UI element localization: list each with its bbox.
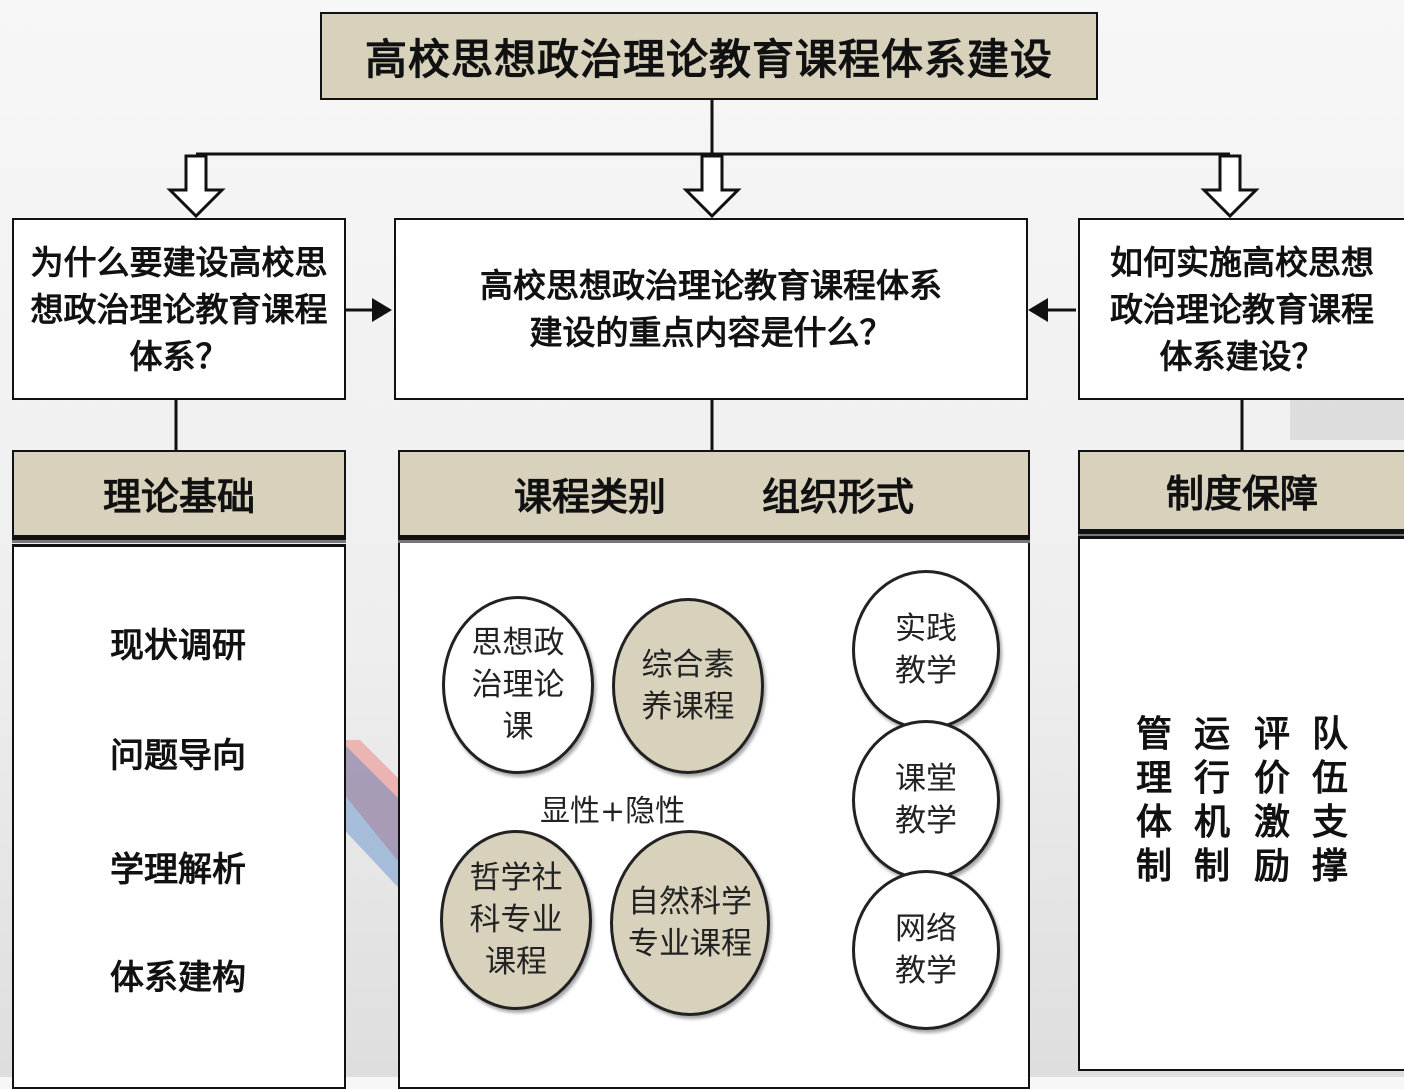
philosophy-course-circle: 哲学社科专业课程: [440, 830, 592, 1010]
theory-basis-header-text: 理论基础: [102, 474, 255, 519]
theory-basis-header: 理论基础: [12, 450, 346, 540]
organization-form-label: 组织形式: [762, 474, 915, 519]
comprehensive-course-text: 综合素养课程: [641, 647, 735, 725]
down-arrow-middle: [682, 154, 742, 219]
diagram-title-text: 高校思想政治理论教育课程体系建设: [364, 34, 1053, 84]
diagram-title: 高校思想政治理论教育课程体系建设: [320, 12, 1098, 100]
explicit-implicit-label: 显性+隐性: [540, 794, 686, 829]
question-why-box: 为什么要建设高校思想政治理论教育课程体系？: [12, 218, 346, 400]
right-arrow-head: [372, 298, 392, 322]
institutional-guarantee-panel: [1078, 536, 1404, 1071]
online-teaching-circle: 网络教学: [852, 870, 1000, 1030]
guarantee-team-support: 队伍支撑: [1311, 713, 1348, 887]
institutional-guarantee-header-text: 制度保障: [1165, 471, 1318, 516]
philosophy-course-text: 哲学社科专业课程: [469, 860, 563, 980]
institutional-guarantee-header: 制度保障: [1078, 450, 1404, 534]
question-why-text: 为什么要建设高校思想政治理论教育课程体系？: [30, 242, 328, 376]
practice-teaching-text: 实践教学: [895, 611, 957, 689]
ideological-course-text: 思想政治理论课: [471, 625, 565, 745]
guarantee-evaluation-incentive: 评价激励: [1253, 713, 1290, 887]
step-problem-oriented: 问题导向: [110, 736, 246, 776]
down-arrows: [166, 154, 1260, 219]
step-theoretical-analysis: 学理解析: [110, 850, 246, 890]
question-how-text: 如何实施高校思想政治理论教育课程体系建设？: [1110, 242, 1374, 376]
step-system-construction: 体系建构: [110, 958, 246, 998]
classroom-teaching-text: 课堂教学: [895, 761, 957, 839]
question-how-box: 如何实施高校思想政治理论教育课程体系建设？: [1078, 218, 1404, 400]
classroom-teaching-circle: 课堂教学: [852, 720, 1000, 880]
down-arrow-right: [1200, 154, 1260, 219]
left-arrow-head: [1028, 298, 1048, 322]
science-course-text: 自然科学专业课程: [628, 884, 752, 962]
science-course-circle: 自然科学专业课程: [610, 830, 770, 1016]
down-arrow-left: [166, 154, 226, 219]
course-org-header: 课程类别 组织形式: [398, 450, 1030, 540]
guarantee-management-system: 管理体制: [1135, 713, 1172, 887]
step-survey: 现状调研: [110, 626, 246, 666]
course-category-label: 课程类别: [513, 474, 666, 519]
comprehensive-course-circle: 综合素养课程: [612, 598, 764, 774]
question-what-box: 高校思想政治理论教育课程体系建设的重点内容是什么？: [394, 218, 1028, 400]
guarantee-operation-mechanism: 运行机制: [1193, 713, 1230, 887]
question-what-text: 高校思想政治理论教育课程体系建设的重点内容是什么？: [480, 266, 942, 352]
ideological-course-circle: 思想政治理论课: [442, 596, 594, 774]
theory-basis-panel: [12, 544, 346, 1089]
online-teaching-text: 网络教学: [895, 911, 957, 989]
practice-teaching-circle: 实践教学: [852, 570, 1000, 730]
